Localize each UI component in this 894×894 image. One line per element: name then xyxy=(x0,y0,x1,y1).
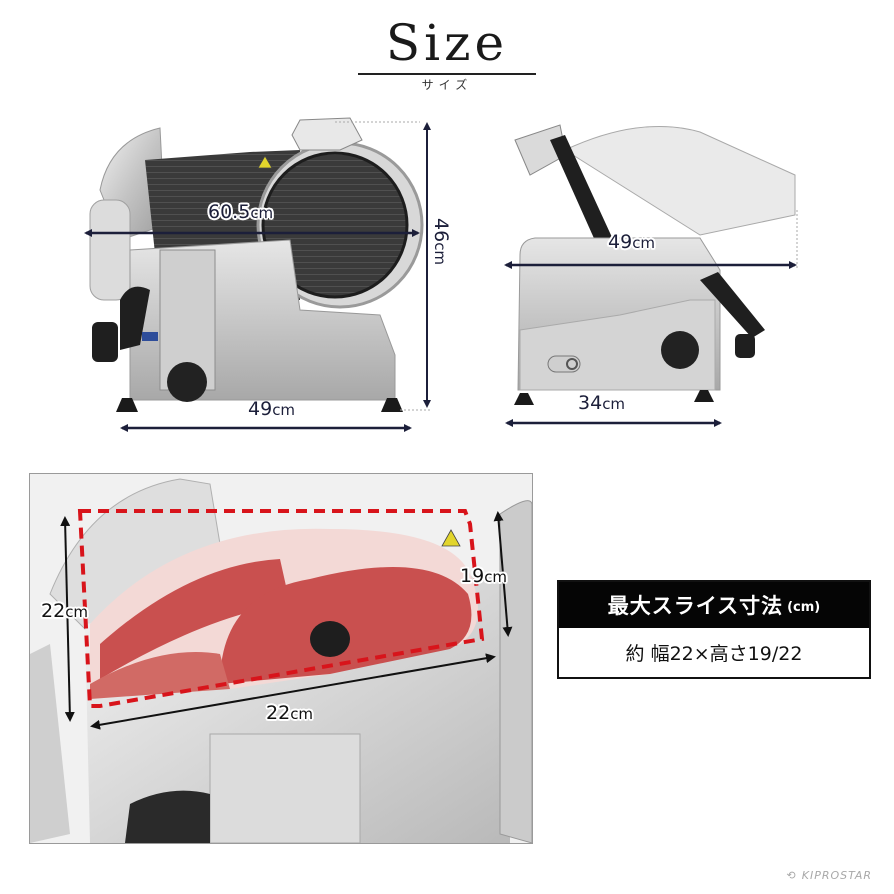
spec-title-unit: (cm) xyxy=(787,599,821,615)
brand-watermark: ⟲ KIPROSTAR xyxy=(787,869,872,882)
front-height-label: 46cm xyxy=(430,218,452,266)
left-height-label: 22cm xyxy=(41,600,89,622)
page-title: Size xyxy=(385,14,509,72)
page-subtitle: サイズ xyxy=(421,78,473,92)
slice-capacity-photo: 22cm 19cm 22cm xyxy=(29,473,533,844)
front-base-width-label: 49cm xyxy=(248,398,296,420)
front-view-machine xyxy=(89,117,424,412)
spec-value: 約 幅22×高さ19/22 xyxy=(625,643,803,665)
side-view-machine xyxy=(514,124,796,405)
spec-title-text: 最大スライス寸法 xyxy=(607,594,784,618)
width-label: 22cm xyxy=(266,702,314,724)
right-height-arrow xyxy=(493,511,513,637)
max-slice-outline xyxy=(77,509,485,708)
title-divider xyxy=(358,73,536,75)
right-height-label: 19cm xyxy=(460,565,508,587)
kiprostar-logo-icon: ⟲ xyxy=(787,869,802,882)
spec-title: 最大スライス寸法(cm) xyxy=(559,582,869,628)
side-length-label: 49cm xyxy=(608,231,656,253)
max-slice-spec-box: 最大スライス寸法(cm) 約 幅22×高さ19/22 xyxy=(557,580,871,679)
front-view-slicer-illustration xyxy=(84,117,798,432)
brand-name: KIPROSTAR xyxy=(801,869,872,882)
left-height-arrow xyxy=(60,516,75,722)
front-length-label: 60.5cm xyxy=(208,201,274,223)
width-arrow xyxy=(90,653,496,730)
side-depth-label: 34cm xyxy=(578,392,626,414)
meat-on-slicer-illustration xyxy=(30,474,532,843)
